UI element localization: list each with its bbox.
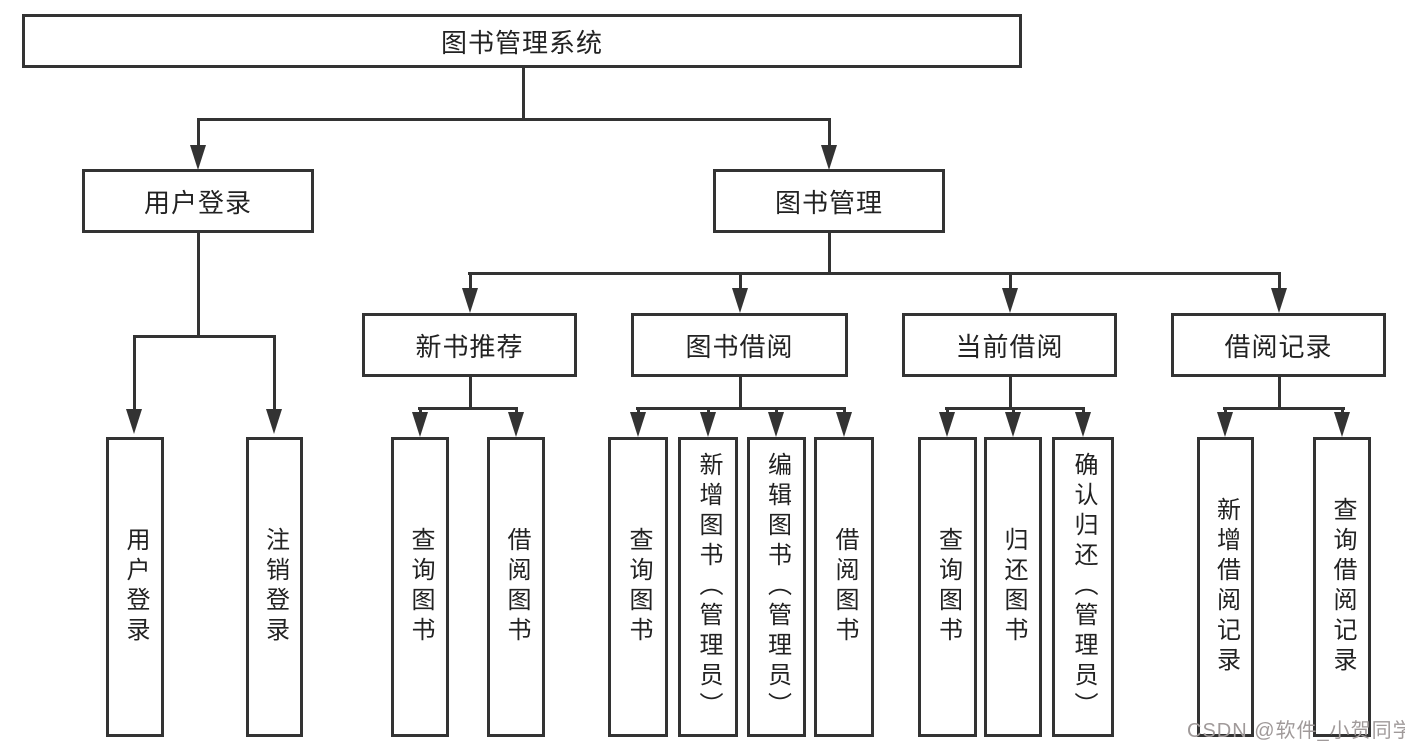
arrowhead-down-icon	[821, 145, 837, 170]
arrowhead-down-icon	[1002, 288, 1018, 313]
connector-line	[469, 377, 472, 407]
connector-line	[1341, 407, 1344, 413]
arrowhead-down-icon	[126, 409, 142, 434]
leaf-add-borrow-record: 新增借阅记录	[1197, 437, 1254, 737]
connector-line	[1009, 272, 1012, 289]
arrowhead-down-icon	[1217, 412, 1233, 437]
leaf-return-books: 归还图书	[984, 437, 1042, 737]
leaf-query-books-borrowing: 查询图书	[608, 437, 668, 737]
arrowhead-down-icon	[266, 409, 282, 434]
connector-line	[1009, 377, 1012, 407]
arrowhead-down-icon	[939, 412, 955, 437]
node-user-login: 用户登录	[82, 169, 314, 233]
arrowhead-down-icon	[1334, 412, 1350, 437]
connector-line	[515, 407, 518, 413]
connector-line	[739, 377, 742, 407]
connector-line	[637, 407, 640, 413]
node-book-borrowing: 图书借阅	[631, 313, 848, 377]
leaf-add-books-admin: 新增图书（管理员）	[678, 437, 738, 737]
leaf-confirm-return-admin: 确认归还（管理员）	[1052, 437, 1114, 737]
connector-line	[468, 272, 1281, 275]
leaf-query-books-current: 查询图书	[918, 437, 977, 737]
connector-line	[1224, 407, 1227, 413]
connector-line	[418, 407, 518, 410]
connector-line	[636, 407, 846, 410]
leaf-user-login: 用户登录	[106, 437, 164, 737]
connector-line	[469, 272, 472, 289]
arrowhead-down-icon	[462, 288, 478, 313]
connector-line	[197, 118, 200, 147]
leaf-borrow-books-borrowing: 借阅图书	[814, 437, 874, 737]
connector-line	[419, 407, 422, 413]
connector-line	[828, 118, 831, 147]
connector-line	[133, 335, 136, 411]
arrowhead-down-icon	[732, 288, 748, 313]
leaf-query-books-recommend: 查询图书	[391, 437, 449, 737]
arrowhead-down-icon	[700, 412, 716, 437]
connector-line	[843, 407, 846, 413]
node-library-management-system: 图书管理系统	[22, 14, 1022, 68]
connector-line	[1278, 377, 1281, 407]
connector-line	[707, 407, 710, 413]
arrowhead-down-icon	[508, 412, 524, 437]
arrowhead-down-icon	[836, 412, 852, 437]
arrowhead-down-icon	[412, 412, 428, 437]
csdn-watermark: CSDN @软件_小贺同学	[1187, 720, 1405, 742]
arrowhead-down-icon	[1271, 288, 1287, 313]
connector-line	[522, 68, 525, 118]
node-book-management: 图书管理	[713, 169, 945, 233]
arrowhead-down-icon	[630, 412, 646, 437]
leaf-query-borrow-record: 查询借阅记录	[1313, 437, 1371, 737]
leaf-logout: 注销登录	[246, 437, 303, 737]
connector-line	[197, 118, 831, 121]
connector-line	[197, 233, 200, 335]
connector-line	[1012, 407, 1015, 413]
connector-line	[273, 335, 276, 411]
connector-line	[1082, 407, 1085, 413]
arrowhead-down-icon	[1005, 412, 1021, 437]
arrowhead-down-icon	[1075, 412, 1091, 437]
arrowhead-down-icon	[190, 145, 206, 170]
connector-line	[945, 407, 1085, 410]
arrowhead-down-icon	[768, 412, 784, 437]
connector-line	[1278, 272, 1281, 289]
connector-line	[1223, 407, 1345, 410]
connector-line	[828, 233, 831, 272]
node-new-book-recommendation: 新书推荐	[362, 313, 577, 377]
connector-line	[133, 335, 275, 338]
connector-line	[946, 407, 949, 413]
connector-line	[739, 272, 742, 289]
leaf-borrow-books-recommend: 借阅图书	[487, 437, 545, 737]
node-current-borrowing: 当前借阅	[902, 313, 1117, 377]
node-borrowing-records: 借阅记录	[1171, 313, 1386, 377]
leaf-edit-books-admin: 编辑图书（管理员）	[747, 437, 806, 737]
connector-line	[775, 407, 778, 413]
